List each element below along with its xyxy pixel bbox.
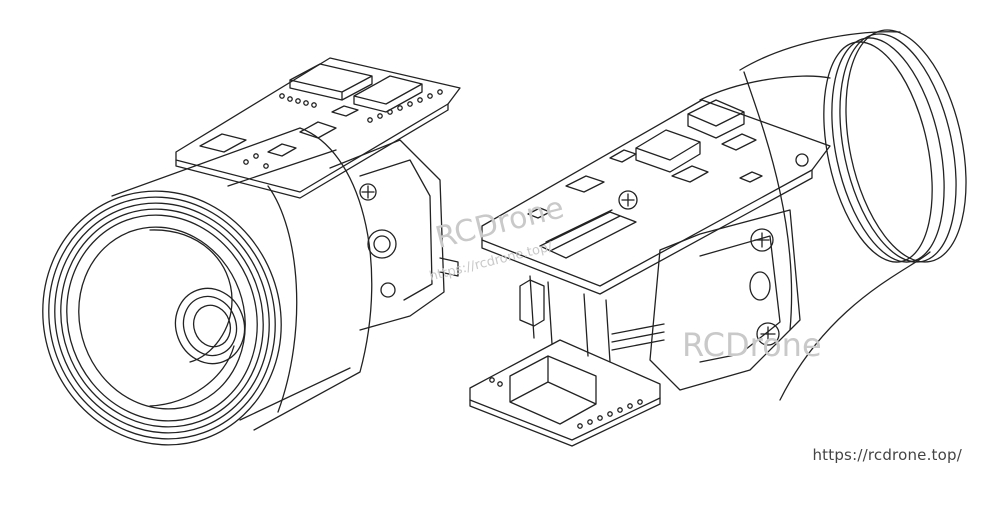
camera-right-drawing bbox=[469, 29, 967, 447]
camera-right-side-housing bbox=[611, 209, 801, 391]
camera-left-drawing bbox=[42, 57, 461, 446]
camera-right-pcb bbox=[481, 99, 831, 295]
camera-right-header-connector bbox=[509, 355, 597, 425]
source-url-caption: https://rcdrone.top/ bbox=[812, 446, 962, 464]
camera-left-pcb bbox=[175, 57, 461, 199]
camera-right-standoffs bbox=[529, 275, 611, 363]
camera-right-barrel bbox=[739, 31, 931, 401]
camera-left-pads bbox=[243, 89, 443, 169]
camera-right-lower-pcb bbox=[469, 339, 661, 447]
camera-right-chip-large bbox=[635, 129, 701, 173]
camera-right-lens-rings bbox=[823, 29, 967, 263]
camera-left-connector bbox=[353, 75, 423, 113]
camera-right-lower-pads bbox=[489, 377, 643, 429]
camera-right-chip-inductor bbox=[687, 99, 745, 139]
camera-left-barrel bbox=[111, 127, 373, 431]
camera-left-lens-bezel bbox=[149, 229, 235, 407]
camera-right-ribbon-connector bbox=[539, 209, 637, 259]
camera-right-testpoint bbox=[618, 190, 638, 210]
camera-left-side-housing bbox=[329, 139, 459, 331]
camera-left-lens-element bbox=[174, 287, 246, 365]
camera-left-chip-large bbox=[289, 63, 373, 101]
camera-left-lens-rings bbox=[42, 190, 282, 446]
